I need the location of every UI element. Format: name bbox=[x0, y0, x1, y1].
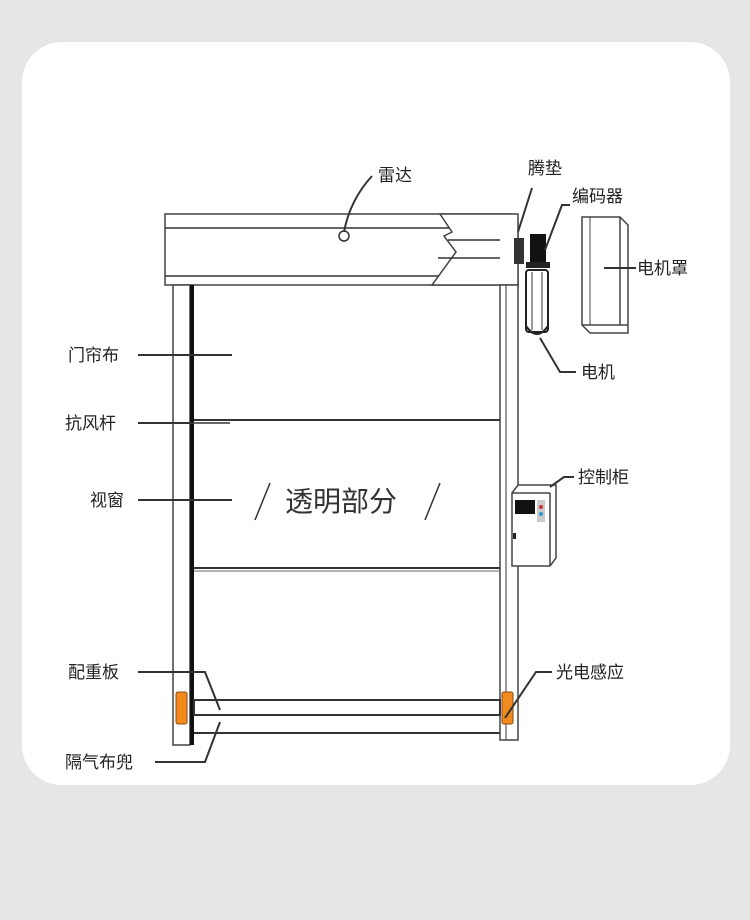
motor-cover bbox=[581, 216, 629, 334]
label-curtain: 门帘布 bbox=[68, 346, 119, 366]
label-air-pocket: 隔气布兜 bbox=[65, 753, 133, 773]
label-encoder: 编码器 bbox=[572, 187, 623, 207]
motor-assembly bbox=[514, 234, 550, 335]
radar-icon bbox=[338, 230, 350, 242]
photo-sensor-left bbox=[175, 691, 188, 725]
label-motor-cover: 电机罩 bbox=[637, 259, 688, 279]
photo-sensor-right bbox=[501, 691, 514, 725]
label-transparent: 透明部分 bbox=[285, 485, 397, 518]
label-photo-sensor: 光电感应 bbox=[556, 663, 624, 683]
control-box bbox=[511, 484, 557, 567]
diagram-card bbox=[22, 42, 730, 785]
label-window: 视窗 bbox=[90, 491, 124, 511]
label-control-box: 控制柜 bbox=[578, 468, 629, 488]
counterweight-plate bbox=[193, 699, 501, 716]
roller-box bbox=[164, 213, 519, 286]
label-motor: 电机 bbox=[581, 363, 615, 383]
label-counterweight: 配重板 bbox=[68, 663, 119, 683]
label-gasket: 腾垫 bbox=[528, 159, 562, 179]
label-radar: 雷达 bbox=[378, 166, 412, 186]
label-wind-bar: 抗风杆 bbox=[65, 414, 116, 434]
